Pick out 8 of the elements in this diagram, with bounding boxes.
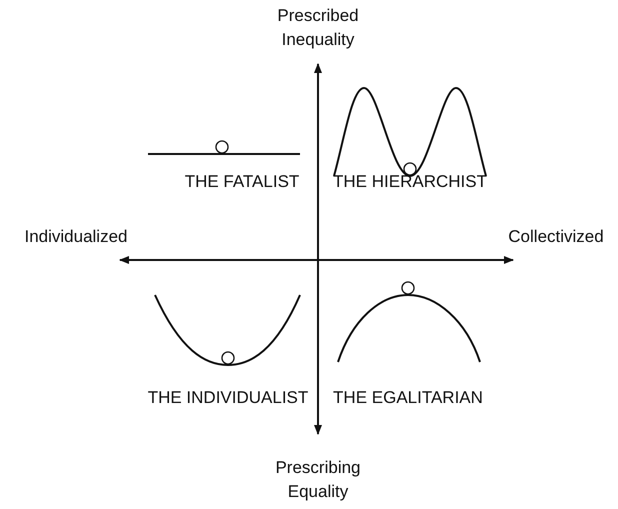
axis-label: Prescribed Inequality [276, 5, 360, 51]
axis-label: Collectivized [507, 226, 605, 248]
quadrant-label: THE FATALIST [184, 171, 300, 193]
axis-label: Individualized [23, 226, 128, 248]
quadrant-label: THE HIERARCHIST [332, 171, 488, 193]
quadrant-label: THE INDIVIDUALIST [146, 387, 310, 409]
axis-label: Prescribing Equality [274, 457, 362, 503]
quadrant-label: THE EGALITARIAN [333, 387, 483, 409]
